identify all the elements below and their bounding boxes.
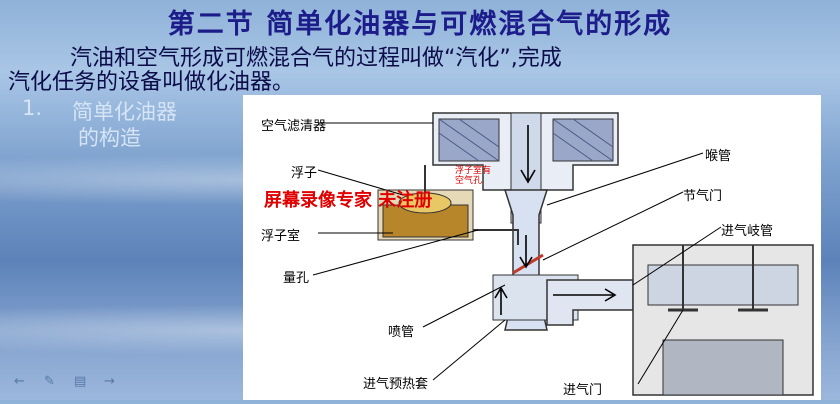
combustion-chamber: [647, 264, 799, 306]
section-number: 1.: [22, 96, 43, 120]
label-float: 浮子: [291, 166, 318, 181]
paragraph-line-2: 汽化任务的设备叫做化油器。: [8, 70, 295, 95]
fuel-passage: [473, 229, 519, 245]
leader-line: [317, 169, 404, 196]
next-icon[interactable]: →: [104, 374, 115, 389]
leader-line: [542, 191, 684, 261]
filter-mesh: [438, 118, 614, 162]
label-air-filter: 空气滤清器: [261, 119, 327, 134]
label-throat: 喉管: [705, 149, 732, 164]
slide-nav: ← ✎ ▤ →: [14, 374, 120, 389]
section-title-line-1: 简单化油器: [72, 100, 177, 124]
leader-line: [637, 309, 684, 385]
leader-line: [432, 319, 506, 381]
pen-icon[interactable]: ✎: [44, 374, 55, 389]
first-icon[interactable]: ←: [14, 374, 25, 389]
label-float-chamber: 浮子室: [261, 229, 301, 244]
flow-arrow: [553, 288, 617, 302]
watermark-text: 屏幕录像专家 未注册: [264, 190, 433, 211]
label-intake-valve: 进气门: [563, 383, 603, 398]
carburetor-diagram: 空气滤清器 浮子 浮子室 量孔 喷管 进气预热套 喉管 节气门 进气岐管 进气门: [243, 95, 821, 400]
piston: [662, 339, 784, 396]
label-intake-manifold: 进气岐管: [721, 224, 774, 239]
slide-title: 第二节 简单化油器与可燃混合气的形成: [167, 9, 673, 40]
menu-icon[interactable]: ▤: [74, 374, 87, 389]
paragraph-line-1: 汽油和空气形成可燃混合气的过程叫做“汽化”,完成: [70, 46, 562, 71]
leader-line: [312, 229, 479, 276]
flow-arrow: [494, 286, 508, 315]
label-metering-jet: 量孔: [283, 271, 310, 286]
leader-line: [632, 226, 722, 286]
leader-line: [546, 152, 704, 206]
flow-arrow: [519, 235, 533, 269]
section-title-line-2: 的构造: [78, 126, 141, 150]
carburetor-drawing: [312, 112, 814, 396]
intake-manifold: [546, 279, 634, 326]
label-throttle: 节气门: [683, 189, 723, 204]
label-preheat-jacket: 进气预热套: [363, 377, 429, 392]
flow-arrow: [520, 125, 536, 184]
tiny-note: 浮子室有空气孔: [455, 166, 492, 186]
leader-line: [422, 284, 506, 328]
label-nozzle: 喷管: [388, 325, 415, 340]
